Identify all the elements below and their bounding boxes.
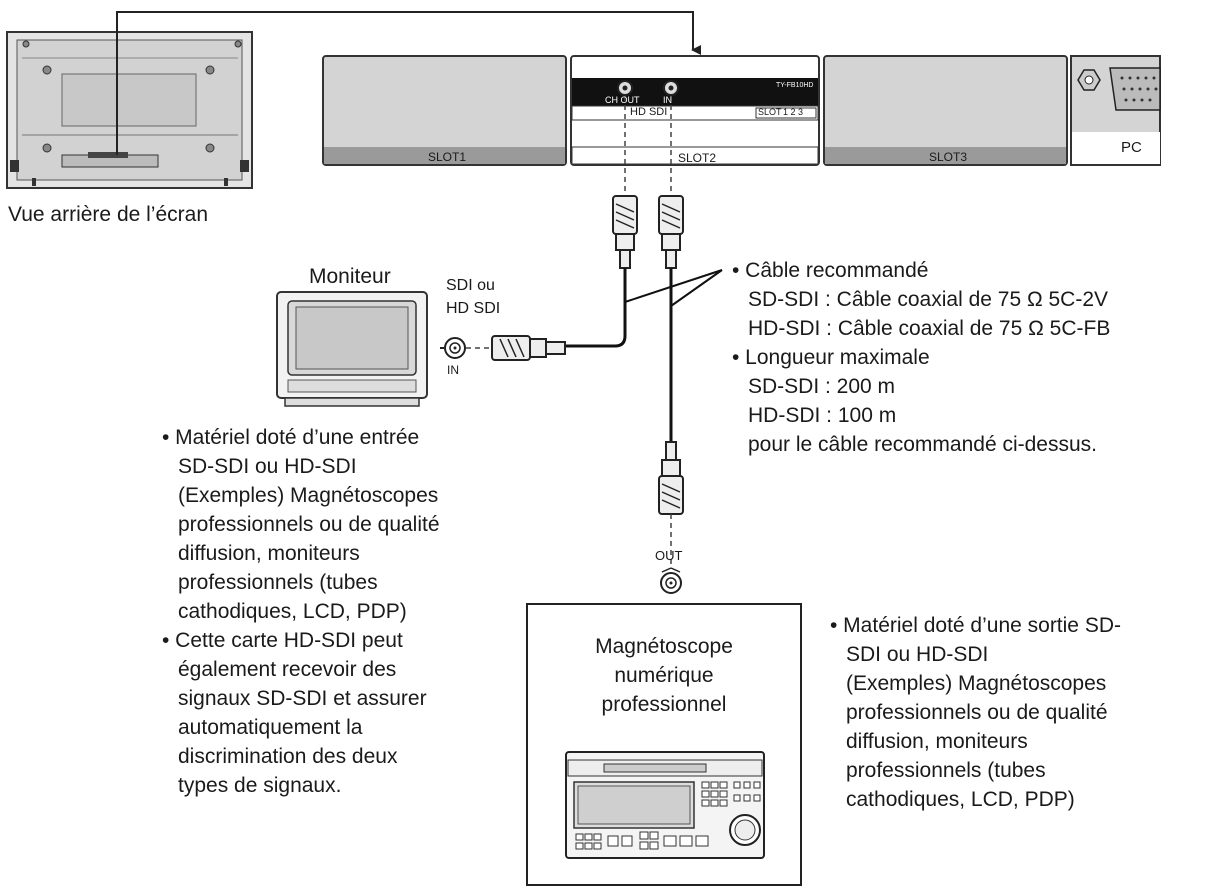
monitor-bnc-jack [440,337,466,359]
monitor-device [276,291,428,407]
pc-terminal [1070,55,1161,166]
bnc-plug-in [658,195,684,269]
pc-label: PC [1121,139,1142,156]
slot2-card [570,55,820,166]
input-device-notes: • Matériel doté d’une entrée SD-SDI ou H… [162,426,440,797]
monitor-title: Moniteur [309,265,391,288]
zoom-arrow [116,11,701,155]
card-in-label: IN [663,95,672,105]
cable-to-monitor [565,268,627,348]
monitor-in-label: IN [447,363,459,377]
card-slot-tag: SLOT [758,107,782,117]
cable-notes: • Câble recommandé SD-SDI : Câble coaxia… [732,259,1111,456]
output-device-notes: • Matériel doté d’une sortie SD- SDI ou … [830,614,1121,811]
card-model-label: TY-FB10HD [776,82,814,89]
display-rear-view [6,31,253,189]
monitor-input-label: SDI ou HD SDI [446,277,501,317]
bnc-plug-out [612,195,638,269]
vcr-out-jack [660,567,682,594]
card-slot-numbers: 1 2 3 [783,107,804,117]
slot2-label: SLOT2 [678,151,717,165]
vcr-out-label: OUT [655,548,683,563]
card-hd-sdi-label: HD SDI [630,106,668,118]
vcr-device [565,751,765,859]
card-out-label: CH OUT [605,95,640,105]
slot3-panel [823,55,1068,166]
slot1-panel [322,55,567,166]
bnc-plug-vcr [658,441,684,515]
slot3-label: SLOT3 [929,150,968,164]
rear-view-caption: Vue arrière de l’écran [8,203,208,226]
vcr-title: Magnétoscope numérique professionnel [595,635,733,716]
bnc-plug-monitor [491,335,566,361]
slot1-label: SLOT1 [428,150,467,164]
